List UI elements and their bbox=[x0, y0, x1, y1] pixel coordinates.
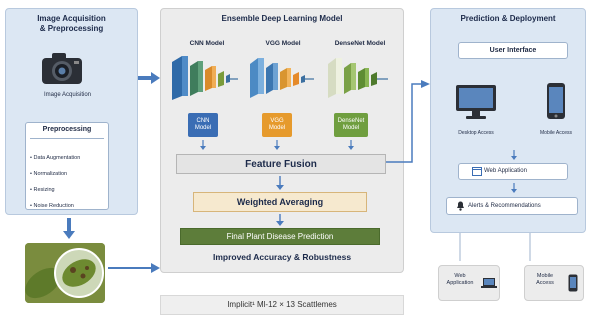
bottom-mobile-label: Mobile Access bbox=[536, 273, 554, 286]
densenet-model-button[interactable]: DenseNet Model bbox=[334, 113, 368, 137]
center-panel-title: Ensemble Deep Learning Model bbox=[221, 14, 343, 23]
model-header-densenet: DenseNet Model bbox=[334, 40, 386, 47]
preprocessing-item: • Normalization bbox=[30, 171, 68, 177]
web-application-box[interactable] bbox=[458, 163, 568, 180]
arrow-right-icon bbox=[108, 263, 160, 273]
arrow-down-icon bbox=[511, 150, 517, 160]
mobile-phone-icon bbox=[547, 83, 565, 119]
arrow-down-icon bbox=[276, 176, 284, 190]
footer-text: Implicit¹ Ml-12 × 13 Scattlemes bbox=[227, 300, 337, 309]
desktop-access-label: Desktop Access bbox=[458, 130, 494, 136]
preprocessing-list: • Data Augmentation • Normalization • Re… bbox=[30, 150, 108, 214]
desktop-icon bbox=[456, 85, 496, 119]
right-panel-title: Prediction & Deployment bbox=[460, 14, 556, 23]
image-acquisition-label: Image Acquisition bbox=[43, 92, 92, 98]
preprocessing-item: • Noise Reduction bbox=[30, 203, 74, 209]
cnn-model-button[interactable]: CNN Model bbox=[188, 113, 218, 137]
arrow-down-icon bbox=[63, 218, 75, 239]
preprocessing-item: • Data Augmentation bbox=[30, 155, 81, 161]
connector-lines bbox=[459, 233, 531, 261]
model-header-vgg: VGG Model bbox=[265, 40, 301, 47]
vgg-layers-icon bbox=[250, 58, 314, 98]
arrow-right-icon bbox=[386, 80, 430, 163]
web-application-label: Web Application bbox=[484, 168, 527, 174]
weighted-averaging-box: Weighted Averaging bbox=[193, 192, 367, 212]
preprocessing-item: • Resizing bbox=[30, 187, 55, 193]
browser-icon bbox=[472, 167, 482, 176]
left-panel-title: Image Acquisition & Preprocessing bbox=[37, 14, 106, 33]
mobile-access-label: Mobile Access bbox=[540, 130, 572, 136]
preprocessing-divider bbox=[30, 138, 104, 139]
user-interface-box[interactable]: User Interface bbox=[458, 42, 568, 59]
bell-icon bbox=[457, 201, 464, 211]
arrow-down-icon bbox=[511, 183, 517, 193]
footer-bar bbox=[160, 295, 404, 315]
densenet-layers-icon bbox=[328, 58, 388, 98]
leaf-icon bbox=[25, 243, 105, 303]
cnn-layers-icon bbox=[172, 56, 238, 100]
preprocessing-box bbox=[25, 122, 109, 210]
arrow-down-icon bbox=[200, 140, 206, 150]
final-prediction-box: Final Plant Disease Prediction bbox=[180, 228, 380, 245]
leaf-image bbox=[25, 243, 105, 303]
model-header-cnn: CNN Model bbox=[189, 40, 225, 47]
camera-icon bbox=[42, 53, 82, 84]
arrow-down-icon bbox=[276, 214, 284, 226]
arrow-down-icon bbox=[274, 140, 280, 150]
preprocessing-title: Preprocessing bbox=[42, 126, 92, 133]
alerts-box[interactable] bbox=[446, 197, 578, 215]
arrow-right-icon bbox=[138, 72, 160, 84]
improved-accuracy-label: Improved Accuracy & Robustness bbox=[212, 252, 352, 262]
arrow-down-icon bbox=[348, 140, 354, 150]
mobile-phone-icon bbox=[568, 274, 578, 292]
bottom-web-label: Web Application bbox=[446, 273, 474, 286]
vgg-model-button[interactable]: VGG Model bbox=[262, 113, 292, 137]
laptop-icon bbox=[481, 278, 497, 288]
alerts-label: Alerts & Recommendations bbox=[468, 203, 541, 209]
feature-fusion-box: Feature Fusion bbox=[176, 154, 386, 174]
